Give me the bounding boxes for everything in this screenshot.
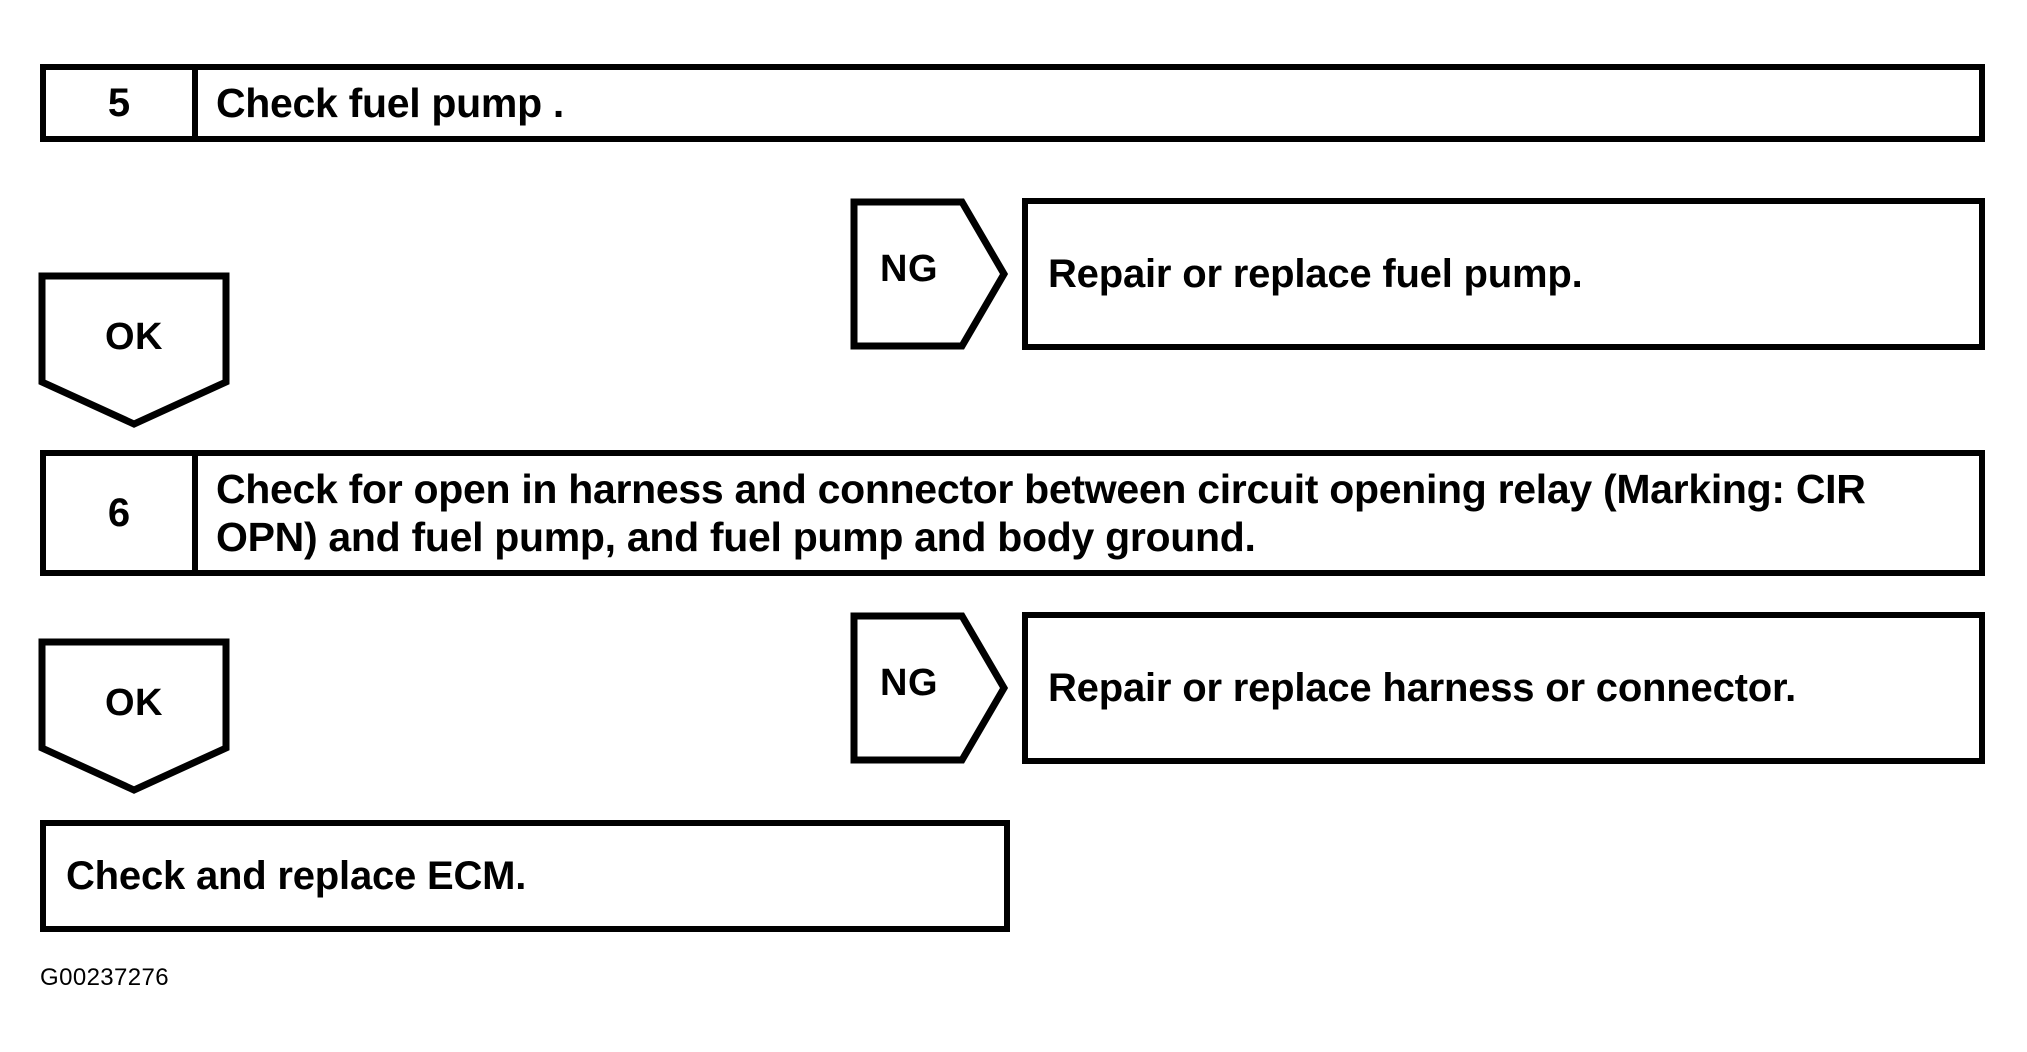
final-action-box: Check and replace ECM. <box>40 820 1010 932</box>
step-box-6: 6 Check for open in harness and connecto… <box>40 450 1985 576</box>
step-6-number: 6 <box>107 491 131 535</box>
ng-action-2-text: Repair or replace harness or connector. <box>1048 666 1797 710</box>
ng-action-box-2: Repair or replace harness or connector. <box>1022 612 1985 764</box>
ng-action-box-1: Repair or replace fuel pump. <box>1022 198 1985 350</box>
step-5-number-cell: 5 <box>46 70 198 136</box>
ok-pentagon-1-outline <box>38 272 230 428</box>
step-box-5: 5 Check fuel pump . <box>40 64 1985 142</box>
ng-arrow-2: NG <box>850 612 1008 764</box>
step-6-text-cell: Check for open in harness and connector … <box>198 456 1979 570</box>
step-5-text: Check fuel pump . <box>216 79 565 126</box>
step-5-text-cell: Check fuel pump . <box>198 70 1979 136</box>
ng-arrow-2-outline <box>850 612 1008 764</box>
ng-action-1-text: Repair or replace fuel pump. <box>1048 252 1583 296</box>
ok-pentagon-1: OK <box>38 272 230 428</box>
step-6-number-cell: 6 <box>46 456 198 570</box>
ok-pentagon-2: OK <box>38 638 230 794</box>
ng-arrow-1-outline <box>850 198 1008 350</box>
ng-arrow-1: NG <box>850 198 1008 350</box>
step-5-number: 5 <box>107 81 131 125</box>
step-6-text: Check for open in harness and connector … <box>216 465 1866 560</box>
final-action-text: Check and replace ECM. <box>66 854 527 898</box>
ok-pentagon-2-outline <box>38 638 230 794</box>
figure-id-caption: G00237276 <box>40 964 170 991</box>
